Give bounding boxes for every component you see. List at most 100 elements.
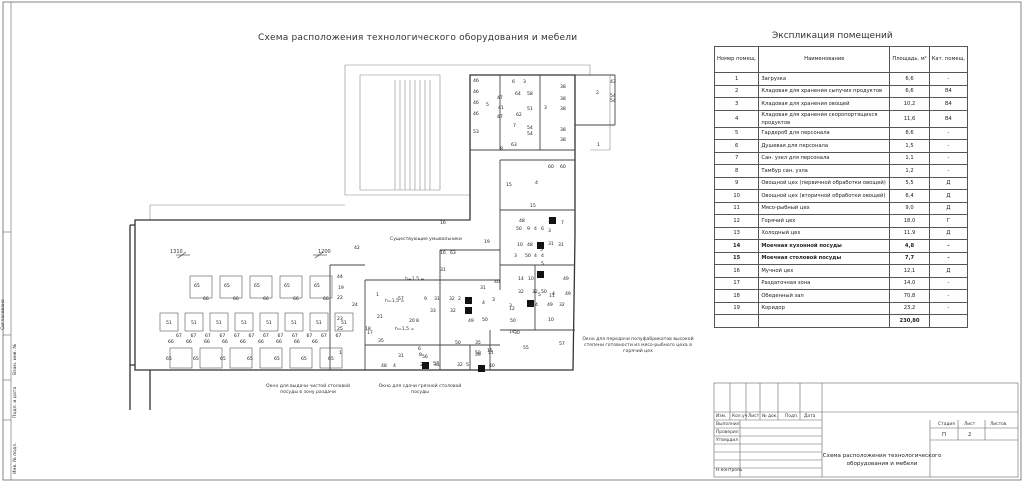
explication-total-row: 230,80 — [713, 314, 969, 328]
table-number: 65 — [224, 283, 230, 289]
equipment-number: 4 — [552, 291, 555, 297]
stamp-col-date: Дата — [804, 414, 816, 419]
explication-cell-name: Сан. узел для персонала — [758, 151, 891, 165]
equipment-number: 1 — [376, 292, 379, 298]
explication-cell-cat: - — [928, 164, 969, 178]
explication-cell-num: 17 — [713, 276, 760, 290]
equipment-number: 32 — [457, 362, 463, 368]
explication-cell-num: 10 — [713, 189, 760, 203]
equipment-number: 5 — [466, 362, 469, 368]
table-number: 66 — [240, 339, 246, 345]
explication-cell-cat: - — [928, 151, 969, 165]
equipment-number: 50 — [525, 253, 531, 259]
table-number: 66 — [222, 339, 228, 345]
equipment-number: 49 — [563, 276, 569, 282]
explication-cell-area: 1,2 — [889, 164, 930, 178]
explication-cell-area: 1,5 — [889, 139, 930, 153]
equipment-number: 18 — [365, 326, 371, 332]
explication-cell-num: 18 — [713, 289, 760, 303]
equipment-number: 50 — [541, 289, 547, 295]
equipment-number: 1 — [339, 350, 342, 356]
table-number: 65 — [301, 356, 307, 362]
equipment-number: 21 — [377, 314, 383, 320]
stamp-sheet-label: Лист — [964, 422, 976, 427]
equipment-number: 22 — [337, 295, 343, 301]
equipment-number: 35 — [378, 338, 384, 344]
explication-cell-cat: - — [928, 289, 969, 303]
table-number: 51 — [291, 320, 297, 326]
dining-table — [309, 275, 333, 299]
table-number: 66 — [263, 296, 269, 302]
table-number: 67 — [307, 333, 313, 339]
explication-cell-cat: В4 — [928, 109, 969, 128]
equipment-number: 31 — [440, 267, 446, 273]
dining-table — [189, 275, 213, 299]
header-cat: Кат. помещ. — [928, 46, 969, 73]
explication-cell-area: 12,1 — [889, 264, 930, 278]
equipment-number: 47 — [497, 114, 503, 120]
equipment-number: 16 — [440, 220, 446, 226]
explication-cell-num: 12 — [713, 214, 760, 228]
dining-table — [199, 347, 223, 369]
explication-cell-area: 6,4 — [889, 189, 930, 203]
equipment-number: 44 — [337, 274, 343, 280]
equipment-number: 31 — [480, 285, 486, 291]
equipment-number: 5 — [538, 292, 541, 298]
explication-cell-name: Овощной цех (вторичной обработки овощей) — [758, 189, 891, 203]
explication-cell-area: 7,7 — [889, 251, 930, 265]
equipment-number: 50 — [455, 340, 461, 346]
explication-header-row: Номер помещ. Наименование Площадь, м² Ка… — [713, 46, 969, 73]
equipment-number: 54 — [527, 131, 533, 137]
equipment-number: 4 — [535, 302, 538, 308]
dining-table — [234, 312, 254, 332]
explication-cell-name: Горячий цех — [758, 214, 891, 228]
explication-cell-area: 1,1 — [889, 151, 930, 165]
explication-total: 230,80 — [889, 314, 930, 328]
equipment-number: 23 — [337, 316, 343, 322]
equipment-number: 4 — [482, 300, 485, 306]
equipment-number: 33 — [430, 308, 436, 314]
equipment-number: 3 — [509, 303, 512, 309]
explication-cell-name: Коридор — [758, 301, 891, 315]
equipment-number: 8 — [416, 318, 419, 324]
equipment-number: 58 — [527, 91, 533, 97]
explication-cell-area: 8,6 — [889, 126, 930, 140]
table-number: 51 — [266, 320, 272, 326]
stamp-sheets-label: Листов — [990, 422, 1007, 427]
equipment-number: 38 — [560, 137, 566, 143]
equipment-number: 38 — [560, 96, 566, 102]
table-number: 67 — [263, 333, 269, 339]
equipment-number: 49 — [528, 302, 534, 308]
dining-table — [279, 275, 303, 299]
stamp-drawing-name: Схема расположения технологического обор… — [822, 453, 942, 467]
table-number: 51 — [341, 320, 347, 326]
table-number: 65 — [194, 283, 200, 289]
explication-cell-name: Душевая для персонала — [758, 139, 891, 153]
dining-table — [259, 312, 279, 332]
equipment-number: 20 — [409, 318, 415, 324]
equipment-number: 3 — [492, 297, 495, 303]
table-number: 66 — [186, 339, 192, 345]
stamp-sheet-value: 2 — [968, 432, 972, 438]
equipment-number: 2 — [596, 90, 599, 96]
equipment-number: 14 — [518, 276, 524, 282]
explication-cell-cat: Д — [928, 201, 969, 215]
explication-cell-num: 6 — [713, 139, 760, 153]
explication-cell-area: 6,6 — [889, 72, 930, 86]
equipment-number: 8 — [419, 352, 422, 358]
table-number: 67 — [220, 333, 226, 339]
dim-mid-label: 1200 — [318, 249, 331, 255]
equipment-number: 10 — [517, 242, 523, 248]
h-label-3: h=1,5 = — [395, 326, 415, 332]
explication-cell-num: 13 — [713, 226, 760, 240]
equipment-number: 46 — [473, 100, 479, 106]
equipment-number: 54 — [610, 98, 616, 104]
equipment-number: 47 — [497, 95, 503, 101]
table-number: 51 — [166, 320, 172, 326]
equipment-number: 15 — [506, 182, 512, 188]
